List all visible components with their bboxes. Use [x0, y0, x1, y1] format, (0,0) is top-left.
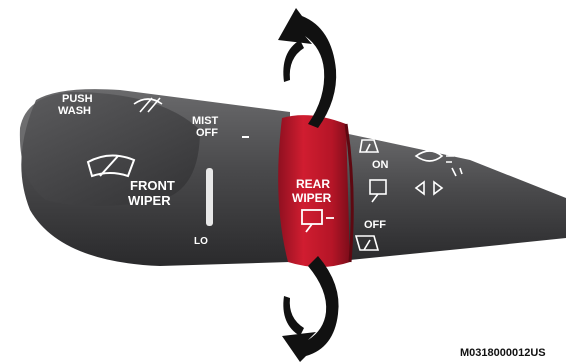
- front-wiper-label-line1: FRONT: [130, 178, 175, 193]
- off-front-tick: [242, 136, 249, 138]
- lo-label: LO: [194, 236, 208, 247]
- off-rear-label: OFF: [364, 219, 386, 231]
- front-wiper-slot: [206, 168, 213, 226]
- rear-wiper-label-line2: WIPER: [292, 191, 332, 205]
- rotate-arrow-up-icon: [278, 8, 336, 128]
- rotate-arrow-down-icon: [282, 256, 339, 362]
- mist-label: MIST: [192, 115, 219, 127]
- off-front-label: OFF: [196, 127, 218, 139]
- rear-wiper-label-line1: REAR: [296, 177, 330, 191]
- push-wash-label-line2: WASH: [58, 105, 91, 117]
- push-wash-label-line1: PUSH: [62, 93, 93, 105]
- on-label: ON: [372, 159, 389, 171]
- front-wiper-label-line2: WIPER: [128, 193, 171, 208]
- figure-code: M0318000012US: [460, 347, 546, 359]
